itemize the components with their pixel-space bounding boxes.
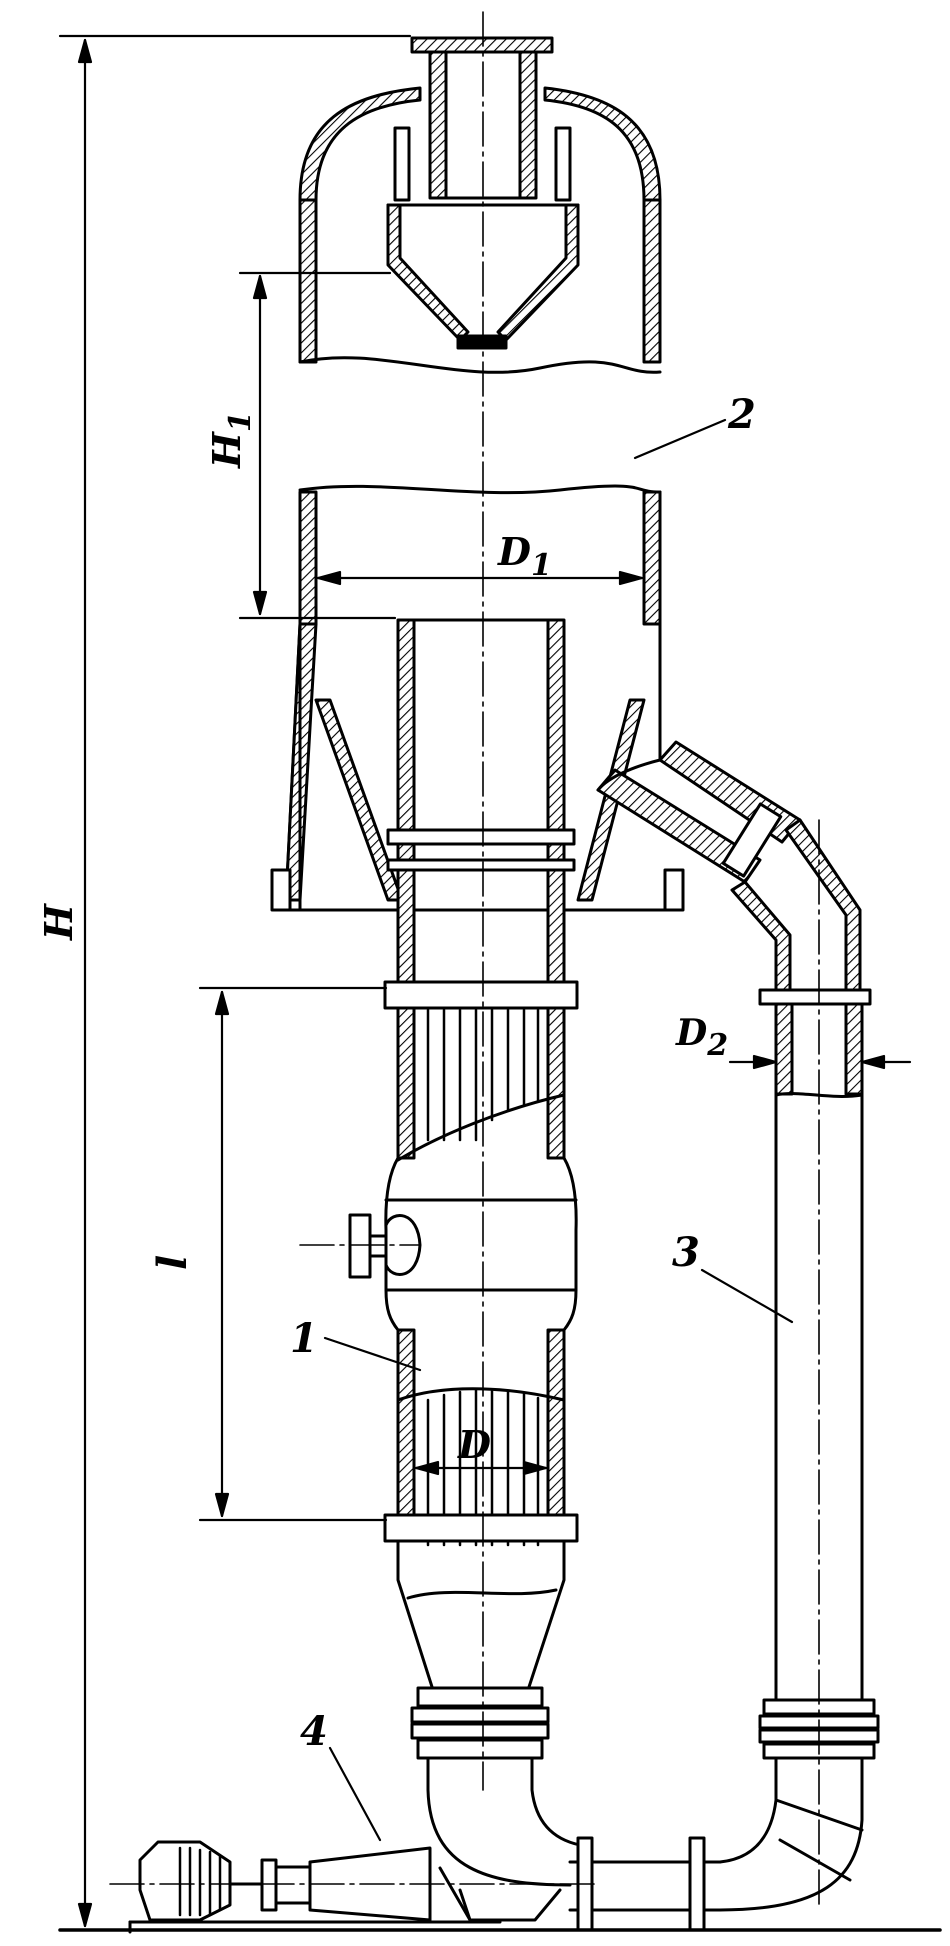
label-H: H [36, 903, 81, 941]
centerlines [109, 11, 820, 1911]
label-4: 4 [300, 1708, 328, 1755]
label-D: D [457, 1422, 491, 1467]
label-H1-sub: 1 [223, 411, 258, 432]
label-D1-main: D [497, 529, 531, 574]
reactor-tube [348, 980, 582, 1887]
label-H1-main: H [204, 431, 249, 469]
label-H1: H1 [204, 411, 258, 469]
riser-pipe [386, 618, 576, 1002]
label-2: 2 [727, 391, 756, 438]
return-pipe [596, 740, 880, 1912]
label-l: l [149, 1255, 196, 1270]
label-D1: D1 [497, 529, 552, 583]
separator-vessel [270, 36, 685, 912]
label-1: 1 [290, 1315, 318, 1362]
leader-lines [323, 418, 794, 1842]
pump-unit [128, 1840, 502, 1934]
label-3: 3 [672, 1229, 700, 1276]
label-D1-sub: 1 [531, 548, 552, 583]
bottom-piping [438, 1836, 722, 1932]
label-D2-sub: 2 [706, 1028, 728, 1063]
label-D2: D2 [675, 1012, 728, 1063]
label-D2-main: D [675, 1012, 707, 1054]
dimension-lines [58, 34, 912, 1928]
